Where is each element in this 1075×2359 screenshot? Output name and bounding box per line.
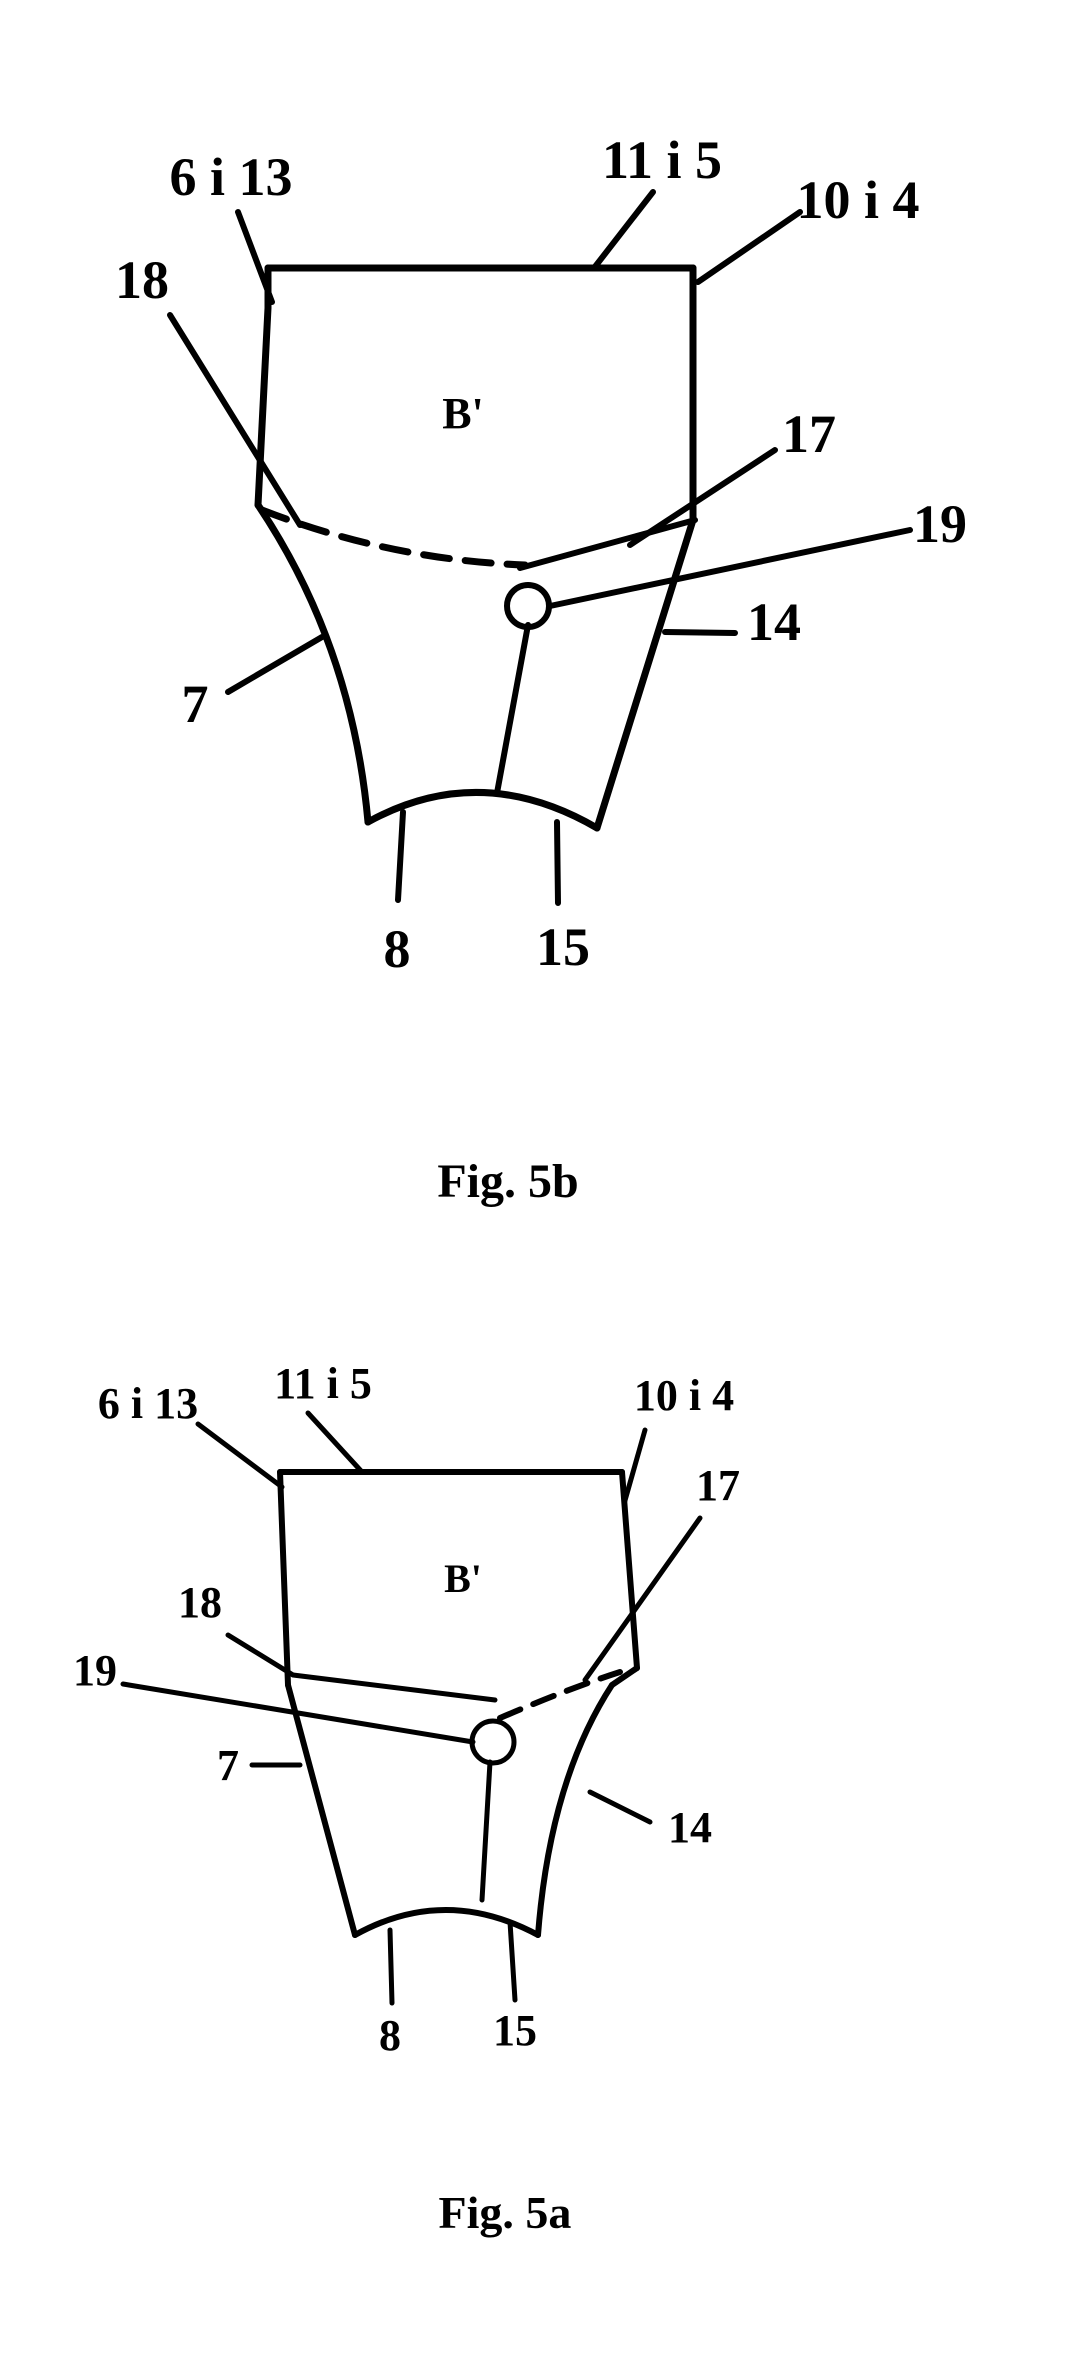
fig5a-slot-line [293,1675,495,1700]
fig5a-label-7: 7 [217,1741,239,1790]
fig5b-label-19: 19 [913,494,967,554]
fig5a-label-8: 8 [379,2011,401,2060]
fig5b-leader-17 [630,450,775,545]
fig5a-leader-18 [228,1635,293,1675]
fig5b-label-7: 7 [182,674,209,734]
fig5b-label-15: 15 [536,917,590,977]
fig5a-dashed-arc [500,1672,620,1718]
fig5a-leader-11i5 [308,1413,362,1472]
fig5a-outline [280,1472,637,1935]
fig5b-label-8: 8 [384,919,411,979]
fig5a-leader-17 [585,1518,700,1680]
fig5a-label-6i13: 6 i 13 [98,1379,198,1428]
fig5a-label-17: 17 [696,1461,740,1510]
fig5b-label-18: 18 [115,250,169,310]
figure-5a: 6 i 13 11 i 5 10 i 4 17 18 19 7 14 8 15 … [73,1359,740,2238]
fig5a-leader-6i13 [198,1424,282,1487]
fig5a-leader-15 [510,1922,515,2000]
fig5b-label-10i4: 10 i 4 [796,170,919,230]
fig5a-label-11i5: 11 i 5 [274,1359,372,1408]
fig5b-caption: Fig. 5b [437,1155,578,1208]
fig5a-leader-8 [390,1930,392,2003]
fig5b-dashed-arc [262,510,525,565]
fig5a-label-15: 15 [493,2006,537,2055]
fig5a-label-18: 18 [178,1578,222,1627]
fig5b-right-lower-edge [597,520,693,828]
fig5b-leader-11i5 [594,192,653,268]
fig5a-label-19: 19 [73,1646,117,1695]
fig5a-center-label: B' [444,1556,482,1601]
fig5b-label-17: 17 [782,404,836,464]
fig5b-outline [258,268,695,828]
fig5b-label-6i13: 6 i 13 [169,147,292,207]
fig5b-leader-14 [665,632,735,633]
fig5b-label-11i5: 11 i 5 [602,130,722,190]
fig5a-left-upper-edge [280,1472,288,1685]
fig5b-solid-arc [520,520,695,568]
fig5a-right-lower-edge [538,1685,612,1935]
fig5a-leader-14 [590,1792,650,1822]
fig5b-leader-6i13 [238,212,272,302]
fig5b-label-14: 14 [747,592,801,652]
fig5b-leader-19 [550,530,910,606]
fig5b-pivot-circle [507,585,549,627]
figure-5b: 6 i 13 11 i 5 10 i 4 18 17 19 14 7 8 15 … [115,130,967,1208]
fig5b-center-label: B' [442,389,484,438]
fig5b-inner-line [497,625,528,793]
fig5a-label-10i4: 10 i 4 [634,1371,734,1420]
fig5a-label-14: 14 [668,1803,712,1852]
fig5b-leader-18 [170,315,300,525]
fig5b-leader-7 [228,637,322,692]
fig5a-caption: Fig. 5a [439,2187,572,2238]
fig5b-leader-8 [398,812,403,900]
fig5b-labels: 6 i 13 11 i 5 10 i 4 18 17 19 14 7 8 15 … [115,130,967,979]
fig5b-leader-10i4 [698,212,800,282]
fig5a-inner-line [482,1762,490,1900]
fig5a-pivot-circle [472,1721,514,1763]
fig5a-labels: 6 i 13 11 i 5 10 i 4 17 18 19 7 14 8 15 … [73,1359,740,2060]
fig5b-leader-15 [557,822,558,903]
fig5a-leader-10i4 [624,1430,645,1504]
